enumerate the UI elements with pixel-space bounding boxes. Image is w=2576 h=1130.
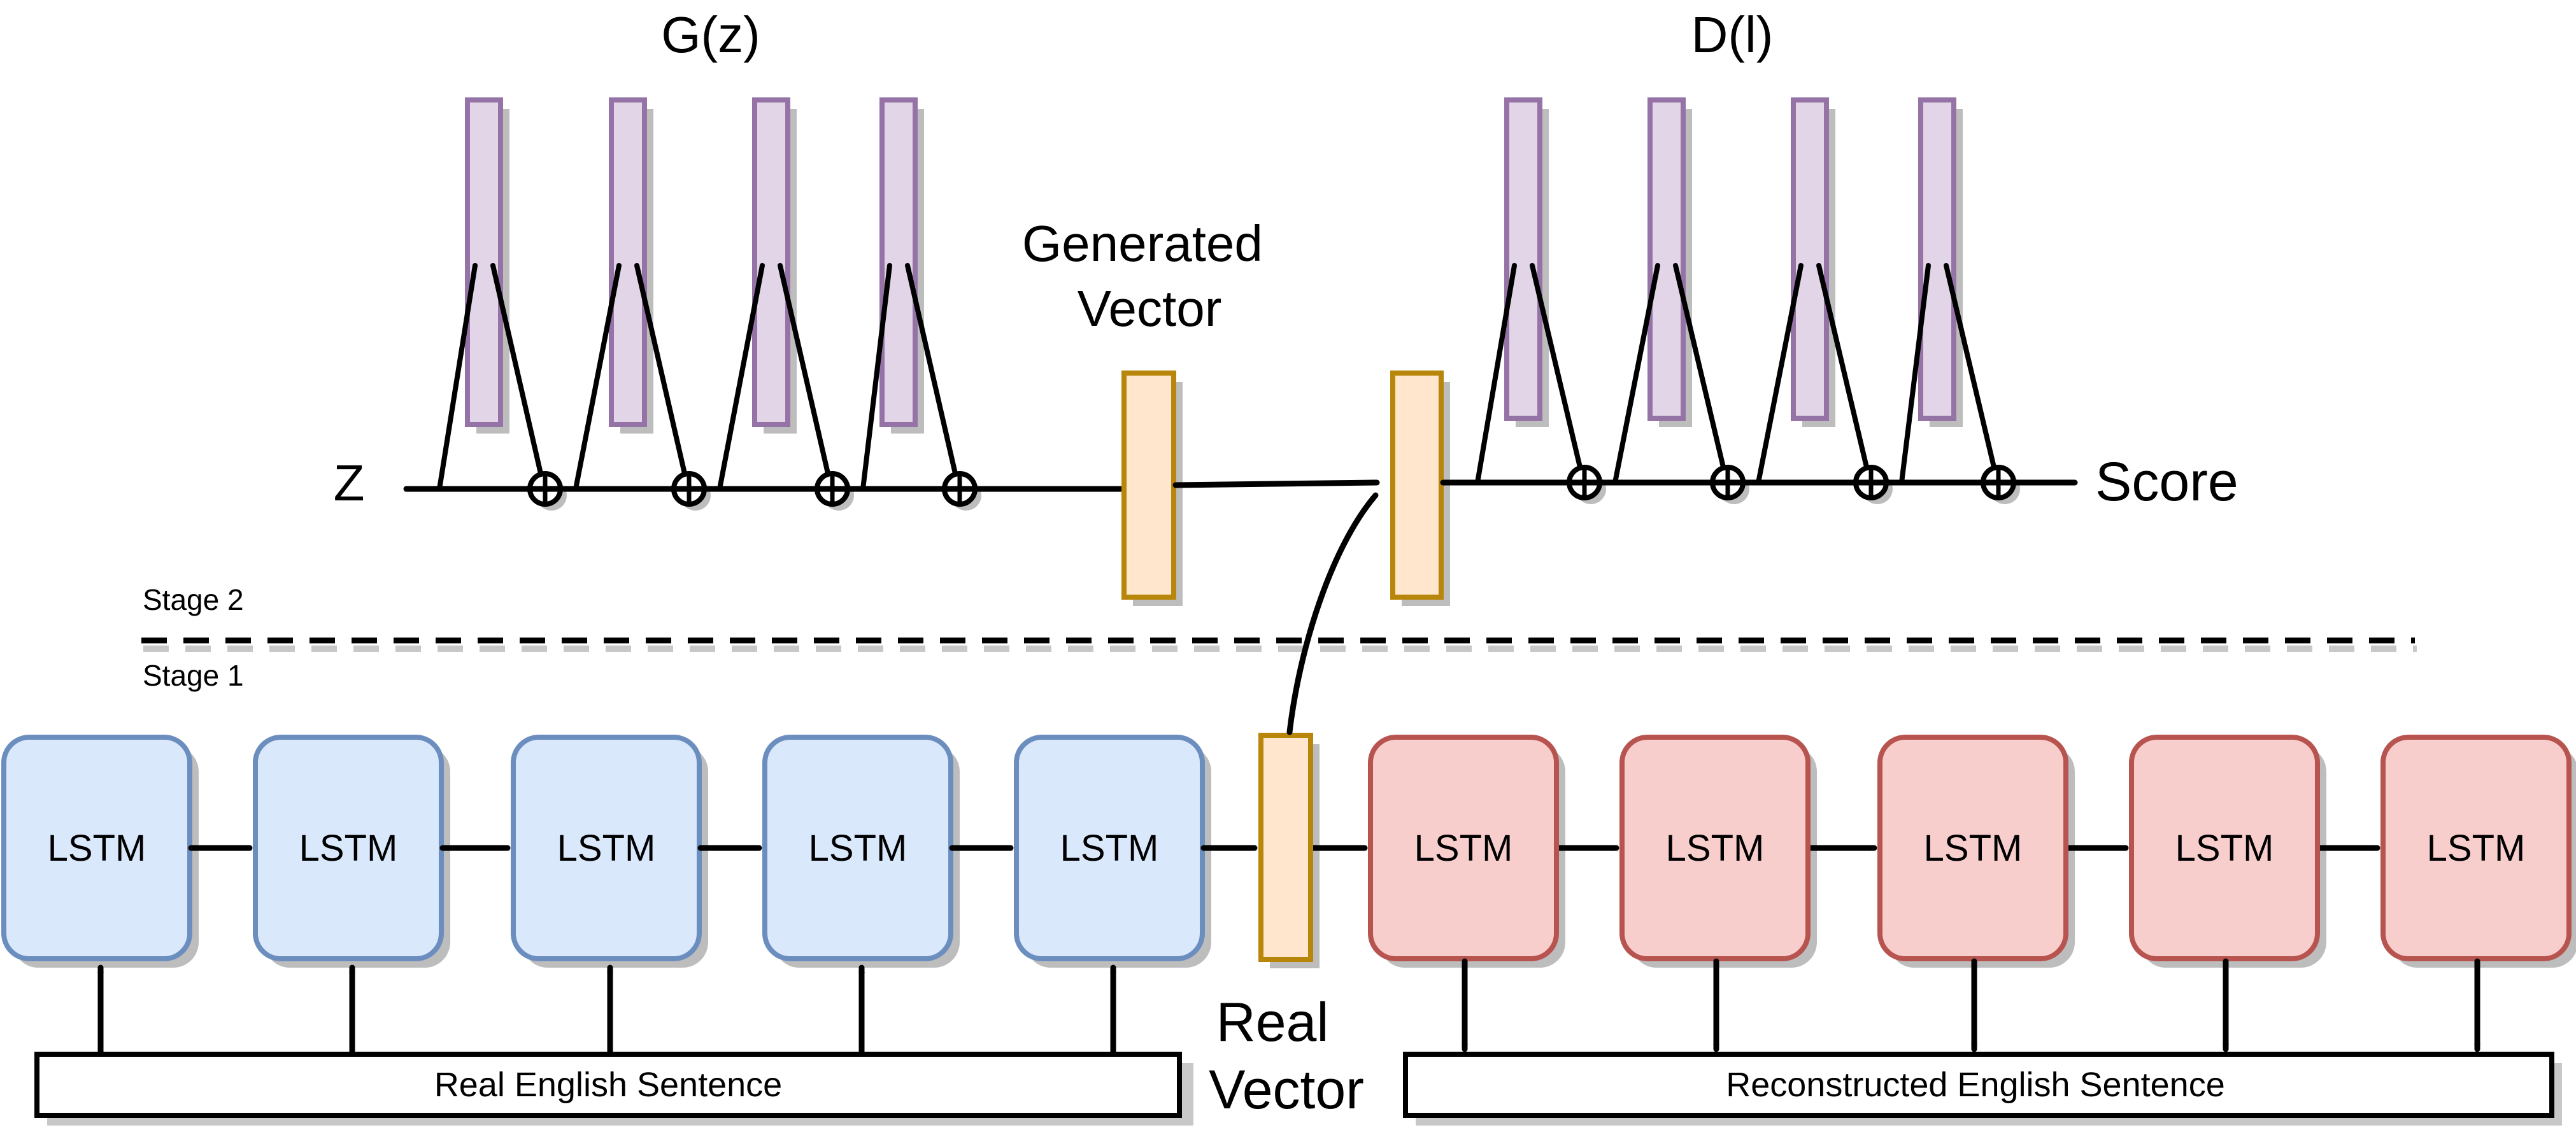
stage-2-label: Stage 2 (143, 583, 244, 616)
real-vector-label-line2: Vector (1209, 1059, 1364, 1120)
discriminator-skip-in-line (1899, 263, 1931, 485)
generator-dense-layer (879, 97, 918, 427)
generator-layer-out-line (634, 263, 688, 479)
discriminator-layer-out-line (1944, 263, 1997, 472)
generator-skip-in-line (860, 263, 892, 491)
reconstructed-sentence-label: Reconstructed English Sentence (1726, 1066, 2224, 1104)
generator-layer-out-line (905, 263, 958, 479)
generator-dense-layer (752, 97, 790, 427)
discriminator-title: D(l) (1691, 6, 1774, 63)
encoder-lstm-label: LSTM (48, 828, 146, 869)
discriminator-layer-out-line (1530, 263, 1583, 472)
generator-layers (437, 97, 978, 507)
real-vector-label-line1: Real (1216, 992, 1329, 1053)
discriminator-dense-layer (1647, 97, 1686, 421)
generated-vector-label-line1: Generated (1022, 215, 1263, 272)
encoder-lstm-label: LSTM (1060, 828, 1159, 869)
discriminator-dense-layer (1791, 97, 1829, 421)
discriminator-input-vector-box (1390, 371, 1444, 600)
decoder-lstm-label: LSTM (1414, 828, 1513, 869)
discriminator-layer-out-line (1816, 263, 1870, 472)
generated-to-discriminator-arrow (1172, 479, 1380, 488)
stage-1-label: Stage 1 (143, 659, 244, 692)
reconstructed-sentence-box (1403, 1052, 2554, 1118)
generator-skip-in-line (573, 263, 622, 491)
generator-layer-out-line (490, 263, 544, 479)
generated-vector-box (1121, 371, 1176, 600)
discriminator-dense-layer (1504, 97, 1542, 421)
generator-skip-in-line (717, 263, 765, 491)
generator-skip-in-line (437, 263, 478, 491)
real-vector-label: Real Vector (1209, 992, 1364, 1120)
decoder-lstm-label: LSTM (1666, 828, 1765, 869)
discriminator-skip-in-line (1756, 263, 1804, 485)
generator-dense-layer (609, 97, 647, 427)
lstm-decoder: LSTM LSTM LSTM LSTM LSTM (1368, 735, 2572, 1052)
generator-input-z: Z (334, 455, 365, 511)
generator-title: G(z) (661, 6, 760, 63)
generated-vector-label-line2: Vector (1078, 280, 1222, 337)
generator-network: G(z) Z Generated Vector (334, 6, 1277, 511)
encoder-lstm-label: LSTM (809, 828, 907, 869)
generated-vector-label: Generated Vector (1022, 215, 1277, 337)
discriminator-network: D(l) Score (1440, 6, 2238, 512)
encoder-lstm-label: LSTM (557, 828, 656, 869)
decoder-lstm-label: LSTM (2175, 828, 2274, 869)
encoder-lstm-label: LSTM (299, 828, 398, 869)
discriminator-layers (1475, 97, 2016, 500)
discriminator-skip-in-line (1612, 263, 1660, 485)
discriminator-layer-out-line (1673, 263, 1726, 472)
generator-layer-out-line (778, 263, 831, 479)
decoder-lstm-label: LSTM (2427, 828, 2526, 869)
real-sentence-box (34, 1052, 1182, 1118)
discriminator-skip-in-line (1475, 263, 1517, 485)
lstm-encoder: LSTM LSTM LSTM LSTM LSTM (1, 735, 2380, 1060)
decoder-lstm-label: LSTM (1924, 828, 2023, 869)
real-sentence-label: Real English Sentence (434, 1066, 782, 1104)
generator-dense-layer (465, 97, 503, 427)
discriminator-output-score: Score (2095, 451, 2238, 512)
real-vector-to-discriminator-arrow (1286, 492, 1379, 735)
discriminator-dense-layer (1918, 97, 1956, 421)
real-vector-box (1258, 733, 1313, 962)
